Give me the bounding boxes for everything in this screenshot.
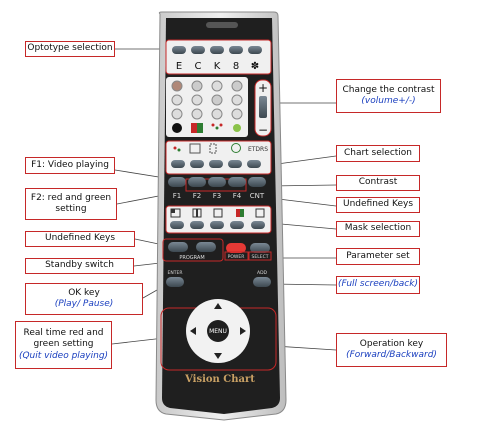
label-change-contrast-sub: (volume+/-) (361, 96, 416, 106)
power-text: POWER (228, 254, 245, 260)
optotype-c: C (195, 61, 202, 72)
optotype-k: K (214, 61, 221, 72)
label-f2-red-green: F2: red and green setting (25, 188, 117, 220)
optotype-8: 8 (233, 61, 239, 72)
label-mask-selection: Mask selection (336, 221, 420, 237)
label-mask-selection-text: Mask selection (344, 223, 412, 234)
volume-slider (259, 96, 267, 118)
f4-text: F4 (233, 192, 242, 200)
label-change-contrast-text: Change the contrast (342, 84, 435, 95)
volume-plus-icon: + (258, 81, 268, 95)
add-text: ADD (257, 270, 268, 276)
label-f1-video: F1: Video playing (25, 157, 115, 174)
enter-text: ENTER (168, 270, 183, 276)
label-realtime-sub: (Quit video playing) (18, 350, 109, 361)
mask-buttons (170, 221, 265, 229)
volume-minus-icon: − (258, 123, 268, 137)
label-standby-switch: Standby switch (25, 258, 134, 274)
label-undefined-keys-left-text: Undefined Keys (44, 233, 116, 244)
label-parameter-set: Parameter set (336, 248, 420, 265)
cnt-text: CNT (250, 192, 265, 200)
label-chart-selection-text: Chart selection (343, 147, 413, 158)
f3-text: F3 (213, 192, 221, 200)
label-full-screen-text: (Full screen/back) (338, 279, 418, 290)
ir-window (206, 22, 238, 28)
label-ok-key: OK key (Play/ Pause) (25, 283, 143, 315)
label-f2-line2: setting (55, 204, 87, 214)
label-undefined-keys-left: Undefined Keys (25, 231, 135, 247)
label-operation-key-sub: (Forward/Backward) (346, 350, 437, 360)
f3-button[interactable] (208, 177, 226, 187)
add-button[interactable] (253, 277, 271, 287)
etdrs-text: ETDRS (248, 146, 268, 153)
chart-selection-icons (173, 143, 241, 154)
arrow-up-icon (214, 303, 222, 309)
label-realtime-line2: green setting (33, 339, 94, 350)
label-f2-line1: F2: red and green (30, 192, 112, 203)
label-realtime-line1: Real time red and (23, 328, 104, 339)
menu-button[interactable] (207, 320, 229, 342)
label-full-screen: (Full screen/back) (336, 276, 420, 294)
label-optotype-selection-text: Optotype selection (27, 43, 113, 54)
label-operation-key: Operation key (Forward/Backward) (336, 333, 447, 367)
optotype-buttons (172, 46, 262, 54)
program-frame (162, 238, 224, 262)
select-frame (248, 251, 272, 261)
arrow-down-icon (214, 353, 222, 359)
label-change-contrast: Change the contrast (volume+/-) (336, 79, 441, 113)
program-text: PROGRAM (179, 255, 204, 261)
select-button[interactable] (250, 243, 270, 253)
program-next-button[interactable] (196, 242, 216, 252)
label-ok-key-text: OK key (68, 287, 100, 298)
chart-grid-buttons (171, 80, 243, 133)
function-row-buttons (171, 160, 261, 168)
optotype-e: E (176, 61, 182, 72)
label-optotype-selection: Optotype selection (25, 41, 115, 57)
arrow-right-icon (240, 327, 246, 335)
f1-button[interactable] (168, 177, 186, 187)
optotype-flower: ✽ (251, 61, 259, 72)
label-ok-key-sub: (Play/ Pause) (54, 299, 114, 309)
label-parameter-set-text: Parameter set (346, 250, 410, 261)
power-button[interactable] (226, 243, 246, 253)
menu-text: MENU (209, 328, 227, 335)
power-frame (224, 251, 249, 261)
program-prev-button[interactable] (168, 242, 188, 252)
label-contrast: Contrast (336, 175, 420, 191)
label-standby-switch-text: Standby switch (45, 260, 114, 271)
f2-text: F2 (193, 192, 201, 200)
label-chart-selection: Chart selection (336, 145, 420, 162)
label-undefined-keys-right: Undefined Keys (336, 197, 420, 213)
f4-button[interactable] (228, 177, 246, 187)
f2-button[interactable] (188, 177, 206, 187)
label-f1-video-text: F1: Video playing (31, 159, 109, 170)
f1-text: F1 (173, 192, 181, 200)
label-contrast-text: Contrast (358, 177, 398, 188)
brand-text: Vision Chart (184, 374, 255, 385)
cnt-button[interactable] (248, 177, 266, 187)
label-operation-key-text: Operation key (359, 338, 424, 349)
enter-button[interactable] (166, 277, 184, 287)
chart-grid-panel (166, 77, 248, 137)
mask-icons (170, 208, 265, 218)
select-text: SELECT (252, 254, 269, 260)
label-undefined-keys-right-text: Undefined Keys (342, 199, 414, 210)
label-realtime-red-green: Real time red and green setting (Quit vi… (15, 321, 112, 369)
arrow-left-icon (190, 327, 196, 335)
